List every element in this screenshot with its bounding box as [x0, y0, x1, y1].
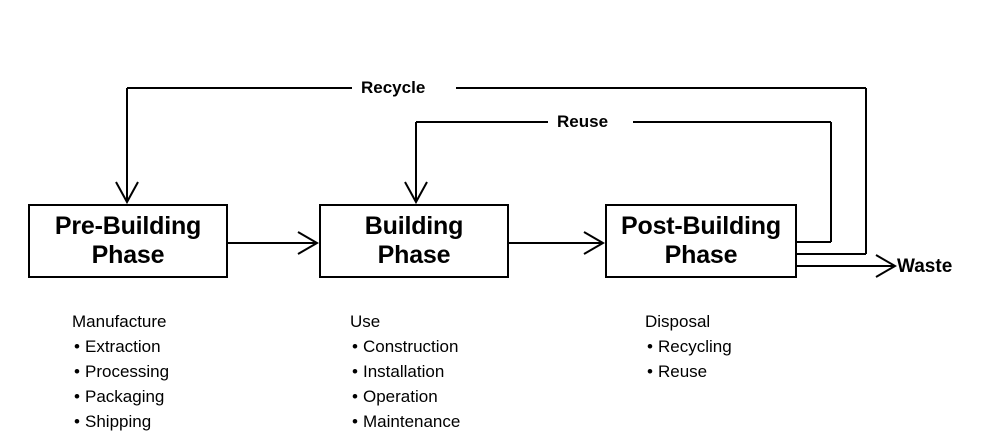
- list-item: Operation: [350, 385, 460, 410]
- phase-box-pre-building-line1: Pre-Building: [54, 211, 202, 240]
- flow-line-reuse: [404, 121, 832, 243]
- phase-box-building-line1: Building: [364, 211, 464, 240]
- detail-heading-use: Use: [350, 312, 381, 331]
- detail-list-disposal: Recycling Reuse: [645, 335, 732, 385]
- phase-box-building[interactable]: Building Phase: [319, 204, 509, 278]
- flow-label-waste: Waste: [897, 256, 953, 277]
- detail-column-use: Use Construction Installation Operation …: [350, 310, 460, 434]
- phase-box-pre-building[interactable]: Pre-Building Phase: [28, 204, 228, 278]
- list-item: Installation: [350, 360, 460, 385]
- list-item: Shipping: [72, 410, 169, 434]
- detail-list-manufacture: Extraction Processing Packaging Shipping: [72, 335, 169, 434]
- phase-box-pre-building-line2: Phase: [91, 241, 165, 269]
- arrow-pre-to-building: [228, 231, 319, 255]
- flow-line-recycle: [115, 87, 867, 255]
- phase-box-post-building-line1: Post-Building: [621, 211, 781, 240]
- list-item: Reuse: [645, 360, 732, 385]
- detail-heading-disposal: Disposal: [645, 312, 711, 331]
- detail-column-disposal: Disposal Recycling Reuse: [645, 310, 732, 385]
- flow-line-waste: [797, 254, 897, 278]
- detail-heading-manufacture: Manufacture: [72, 312, 167, 331]
- phase-box-post-building[interactable]: Post-Building Phase: [605, 204, 797, 278]
- list-item: Processing: [72, 360, 169, 385]
- phase-box-building-line2: Phase: [377, 241, 451, 269]
- list-item: Packaging: [72, 385, 169, 410]
- flow-label-recycle: Recycle: [354, 79, 433, 96]
- list-item: Extraction: [72, 335, 169, 360]
- phase-box-post-building-line2: Phase: [664, 241, 738, 269]
- detail-column-manufacture: Manufacture Extraction Processing Packag…: [72, 310, 169, 434]
- flow-label-reuse: Reuse: [550, 113, 616, 130]
- detail-list-use: Construction Installation Operation Main…: [350, 335, 460, 434]
- list-item: Maintenance: [350, 410, 460, 434]
- arrow-building-to-post: [509, 231, 605, 255]
- list-item: Recycling: [645, 335, 732, 360]
- list-item: Construction: [350, 335, 460, 360]
